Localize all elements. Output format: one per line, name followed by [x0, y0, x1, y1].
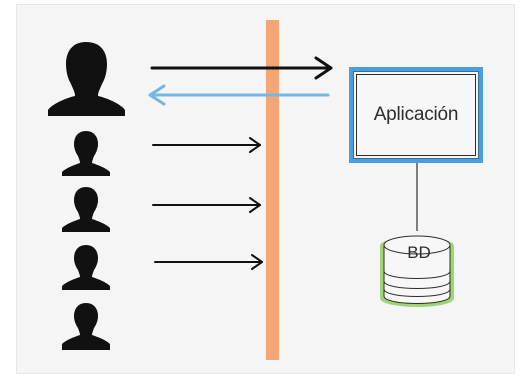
user-icon [62, 245, 110, 290]
request-arrow-main [150, 56, 333, 80]
application-label: Aplicación [373, 104, 459, 125]
blocked-arrow-2 [152, 197, 261, 213]
user-large-icon [48, 42, 125, 116]
application-box-inner: Aplicación [356, 74, 476, 156]
user-icon [62, 303, 110, 350]
response-arrow [148, 84, 330, 106]
firewall-bar [266, 20, 279, 360]
application-box: Aplicación [349, 67, 483, 163]
blocked-arrow-1 [152, 137, 261, 153]
database-label: BD [407, 243, 431, 262]
database-icon [380, 235, 454, 307]
user-icon [62, 187, 110, 232]
user-icon [62, 131, 110, 176]
blocked-arrow-3 [154, 254, 263, 270]
left-margin [0, 0, 16, 379]
